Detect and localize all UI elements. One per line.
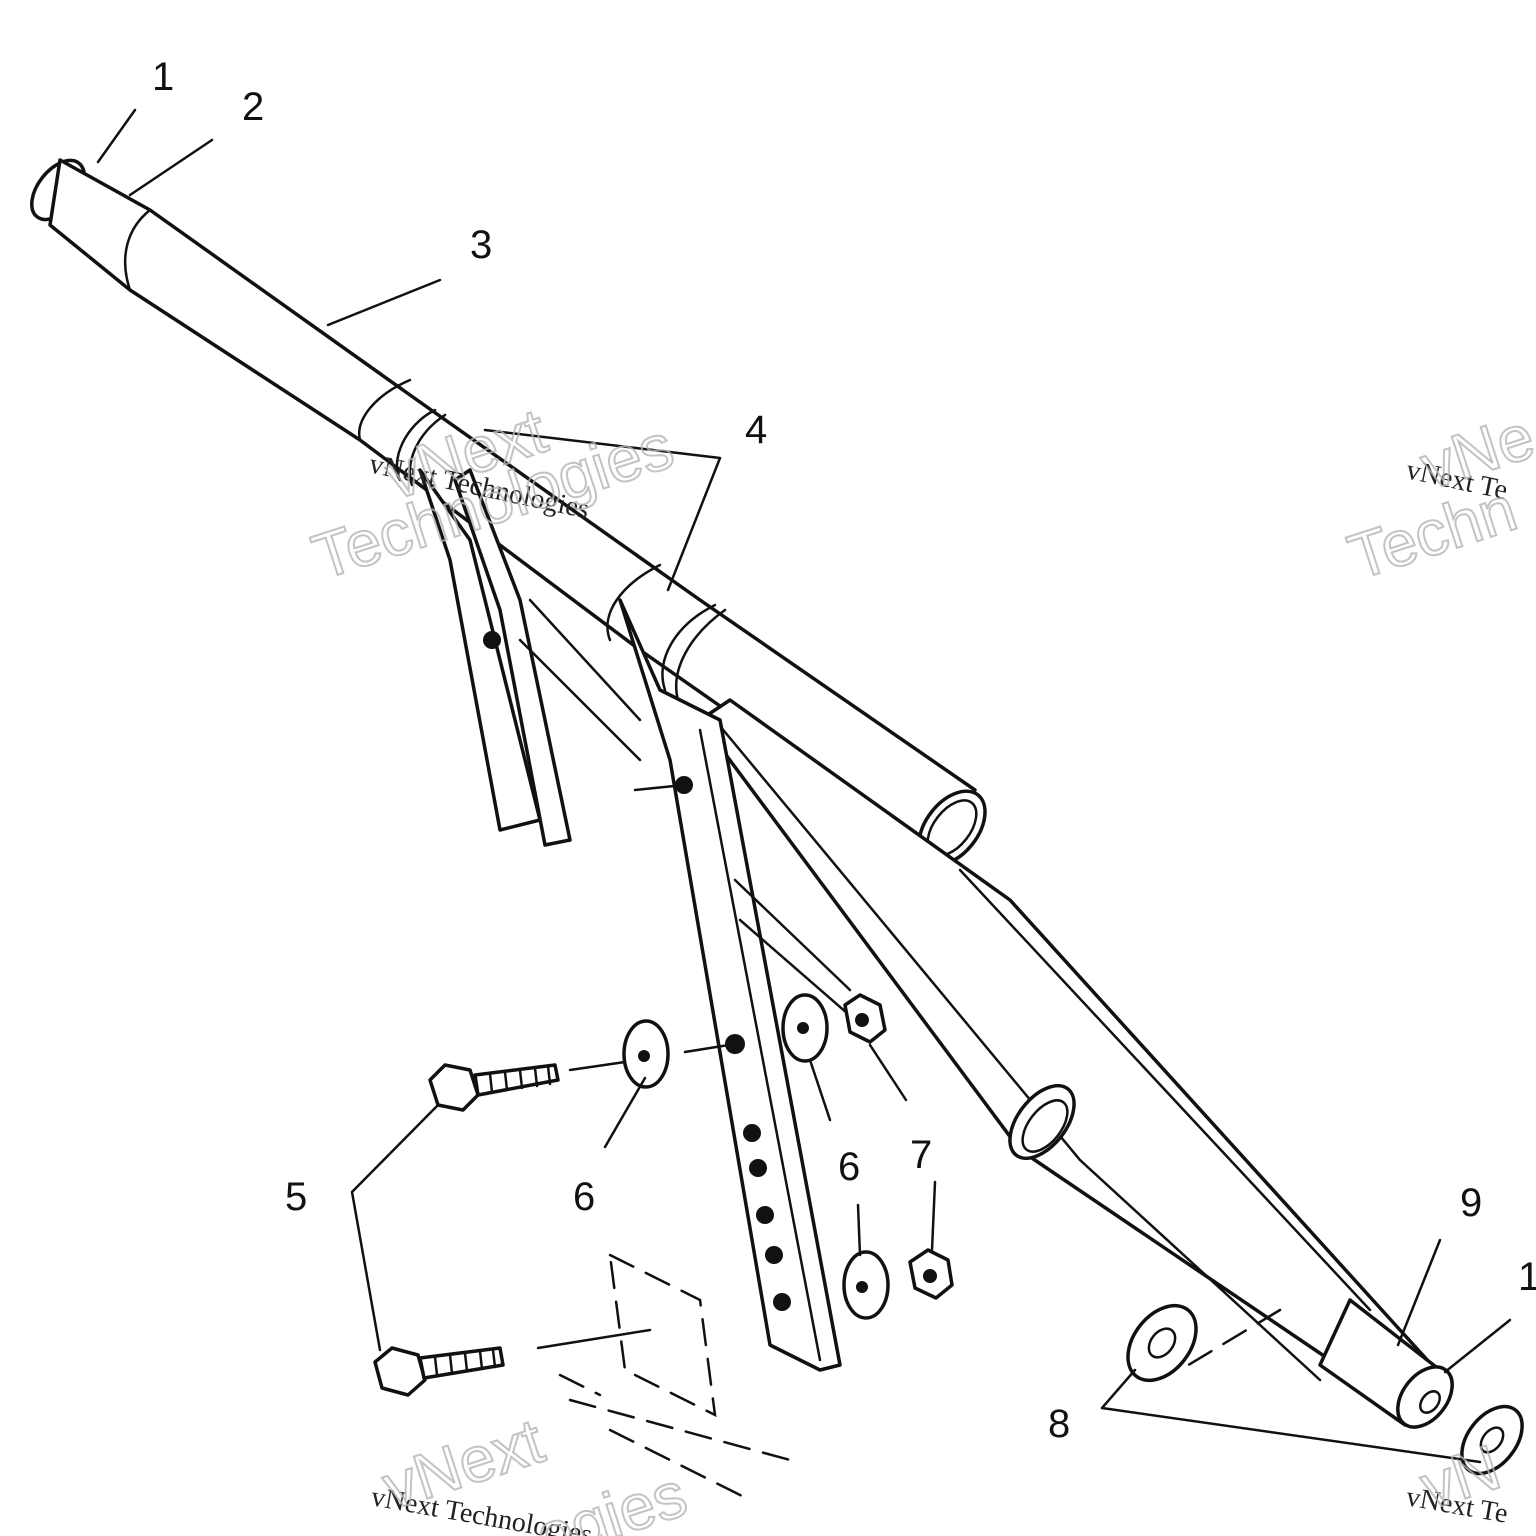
left-bracket-plate <box>418 468 542 832</box>
hidden-line <box>568 1398 792 1462</box>
washer-8-right-hole <box>1479 1426 1505 1454</box>
tube-edge-line <box>713 718 1322 1382</box>
adjust-hole <box>765 1246 783 1264</box>
right-bracket-edge <box>718 718 842 1367</box>
brace-rod <box>518 598 642 762</box>
right-bracket <box>618 598 857 1372</box>
callout-5: 5 <box>285 1175 307 1219</box>
bolt-axis-line <box>633 783 686 792</box>
adjust-hole <box>756 1206 774 1224</box>
lower-tube <box>698 698 1524 1476</box>
nut-lower-hole <box>923 1269 937 1283</box>
sleeve-edge <box>606 563 662 642</box>
nut-upper-hole <box>855 1013 869 1027</box>
sleeve-edge <box>357 378 412 442</box>
washer-8-right <box>1460 1404 1524 1476</box>
hidden-line <box>1178 1308 1282 1372</box>
washer-8-left-hole <box>1147 1327 1177 1359</box>
adjust-hole <box>749 1159 767 1177</box>
callout-1: 1 <box>152 55 174 99</box>
right-end-hole <box>1419 1390 1441 1414</box>
callouts: 1 2 3 4 5 6 6 7 8 9 1 <box>152 55 1536 1446</box>
brace-rod <box>733 878 857 1022</box>
callout-8: 8 <box>1048 1402 1070 1446</box>
hidden-line <box>608 1428 752 1502</box>
callout-9: 9 <box>1460 1181 1482 1225</box>
lower-tube-inner <box>1021 1099 1069 1153</box>
washer-8-left <box>1126 1303 1198 1383</box>
right-bracket-edge <box>698 728 822 1362</box>
washer-6-right-hole <box>797 1022 809 1034</box>
lower-tube-end <box>1008 1084 1076 1160</box>
collar-ring <box>395 408 437 482</box>
callout-2: 2 <box>242 85 264 129</box>
bolt-axis-line <box>683 1042 737 1054</box>
callout-6-left: 6 <box>573 1175 595 1219</box>
adjust-hole <box>743 1124 761 1142</box>
callout-3: 3 <box>470 223 492 267</box>
collar-ring <box>675 608 727 702</box>
backing-plate-outline <box>608 1252 717 1418</box>
washer-6-lower-hole <box>856 1281 868 1293</box>
callout-6-right: 6 <box>838 1145 860 1189</box>
left-bracket-flange <box>453 468 572 847</box>
bolt-upper <box>428 1060 627 1112</box>
watermark-big-bottom-line2: ogies <box>527 1458 695 1536</box>
left-bracket-hole <box>483 631 501 649</box>
left-bracket <box>418 468 642 847</box>
leader-lines <box>96 108 1512 1464</box>
washer-6-left-hole <box>638 1050 650 1062</box>
callout-4: 4 <box>745 408 767 452</box>
sleeve-edge <box>123 208 152 292</box>
tube-edge-line <box>958 868 1372 1312</box>
collar-ring <box>408 413 447 487</box>
bolt-lower <box>373 1328 652 1397</box>
collar-ring <box>661 603 717 692</box>
hidden-line <box>558 1373 602 1397</box>
adjust-hole <box>773 1293 791 1311</box>
hardware <box>373 993 1282 1502</box>
callout-10-partial: 1 <box>1518 1255 1536 1299</box>
callout-7: 7 <box>910 1133 932 1177</box>
